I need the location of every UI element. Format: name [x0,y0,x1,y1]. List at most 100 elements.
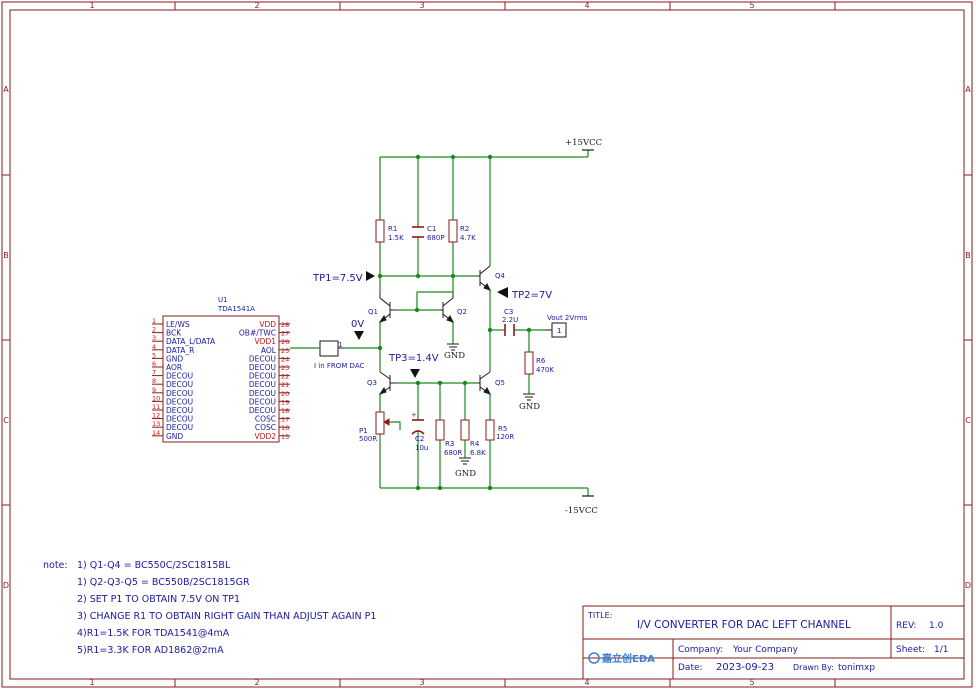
ic-pin-number: 13 [152,420,160,428]
col-label-4-bottom: 4 [584,678,589,687]
ic-pin-number: 12 [152,412,160,420]
p1-body [375,411,385,435]
ic-pin-number: 16 [281,424,289,432]
ic-pin-number: 25 [281,347,289,355]
tp2-arrow-icon [497,287,508,298]
note-line-5: 4)R1=1.5K FOR TDA1541@4mA [77,628,230,639]
c3-ref: C3 [504,308,513,316]
vee-label: -15VCC [565,506,598,516]
r4-body [460,419,470,441]
ic-pin-number: 17 [281,416,289,424]
ic-pin-name: DECOU [166,397,193,406]
j-out-pin: 1 [557,327,561,335]
r4-ref: R4 [470,440,480,448]
r2-body [448,219,458,243]
row-label-d: D [3,581,9,590]
zero-v-label: 0V [351,319,364,330]
row-label-c: C [3,416,9,425]
r5-value: 120R [496,433,514,441]
q2-ref: Q2 [457,308,467,316]
row-label-a: A [3,85,9,94]
frame-labels: 1 2 3 4 5 1 2 3 4 5 A B C D A B C D [3,1,971,687]
r1-ref: R1 [388,225,397,233]
ic-pin-number: 22 [281,373,289,381]
gnd-label-q2: GND [444,351,465,361]
ic-pin-number: 10 [152,394,160,402]
col-label-5-bottom: 5 [749,678,754,687]
ic-pin-number: 5 [152,351,156,359]
q5-ref: Q5 [495,379,505,387]
gnd-label-r4: GND [455,469,476,479]
ic-pin-number: 8 [152,377,156,385]
ic-pin-number: 3 [152,334,156,342]
ic-pin-name: DECOU [249,363,276,372]
p1-wiper-icon [383,418,390,426]
row-label-b: B [3,251,9,260]
j-out-label: Vout 2Vrms [547,314,588,322]
ic-pin-number: 26 [281,338,289,346]
row-label-d-right: D [965,581,971,590]
sheet-value: 1/1 [934,645,948,655]
component-labels: R1 1.5K C1 680P R2 4.7K Q1 Q2 Q4 Q3 Q5 C… [217,225,588,457]
date-value: 2023-09-23 [716,662,774,673]
ground-symbols [447,343,535,465]
date-label: Date: [678,663,703,673]
ic-pin-name: DECOU [249,406,276,415]
ic-pin-number: 14 [152,429,160,437]
ic-pin-number: 18 [281,407,289,415]
r2-ref: R2 [460,225,469,233]
ic-pin-number: 2 [152,326,156,334]
ic-pin-number: 7 [152,369,156,377]
r3-value: 680R [444,449,462,457]
tp1-label: TP1=7.5V [312,273,363,284]
rev-label: REV: [896,621,916,631]
eda-logo-icon [588,652,600,664]
ic-pin-number: 24 [281,355,289,363]
col-label-5: 5 [749,1,754,10]
c2-ref: C2 [415,435,424,443]
drawn-by-value: tonimxp [838,663,875,673]
ic-pin-name: DECOU [249,380,276,389]
sheet-label: Sheet: [896,645,925,655]
title-text: I/V CONVERTER FOR DAC LEFT CHANNEL [637,619,851,631]
ic-pin-name: LE/WS [166,320,190,329]
ic-pin-name: DECOU [249,372,276,381]
tp3-arrow-icon [410,369,420,378]
ic-pin-name: DECOU [249,389,276,398]
gnd-icon-q2 [447,343,459,351]
junctions [377,154,532,491]
title-label: TITLE: [587,611,612,620]
vcc-label: +15VCC [565,138,602,148]
r3-ref: R3 [445,440,454,448]
r1-body [375,219,385,243]
ic-pin-name: GND [166,432,183,441]
c1-value: 680P [427,234,445,242]
r5-ref: R5 [498,425,507,433]
gnd-icon-r6 [523,393,535,401]
ic-pin-number: 23 [281,364,289,372]
ic-pin-name: AOR [166,363,182,372]
note-line-6: 5)R1=3.3K FOR AD1862@2mA [77,645,224,656]
col-label-2: 2 [254,1,259,10]
r4-value: 6.8K [470,449,486,457]
ic-pin-name: DECOU [166,423,193,432]
col-label-1-bottom: 1 [89,678,94,687]
test-point-labels: TP1=7.5V TP2=7V 0V TP3=1.4V [312,273,552,364]
notes: note: 1) Q1-Q4 = BC550C/2SC1815BL 1) Q2-… [43,560,376,656]
note-line-1: 1) Q1-Q4 = BC550C/2SC1815BL [77,560,231,571]
notes-prefix: note: [43,560,68,571]
r3-body [435,419,445,441]
j-in-pin: 1 [338,341,342,349]
ic-pin-name: DECOU [166,372,193,381]
q1-symbol [378,292,395,323]
u1-ref: U1 [218,296,228,304]
q5-symbol [478,371,491,395]
c2-plate-bottom [411,430,425,435]
ic-pin-name: COSC [255,415,276,424]
p1-value: 500R [359,435,377,443]
ic-pin-number: 21 [281,381,289,389]
eda-logo-text: 嘉立创EDA [601,652,655,665]
